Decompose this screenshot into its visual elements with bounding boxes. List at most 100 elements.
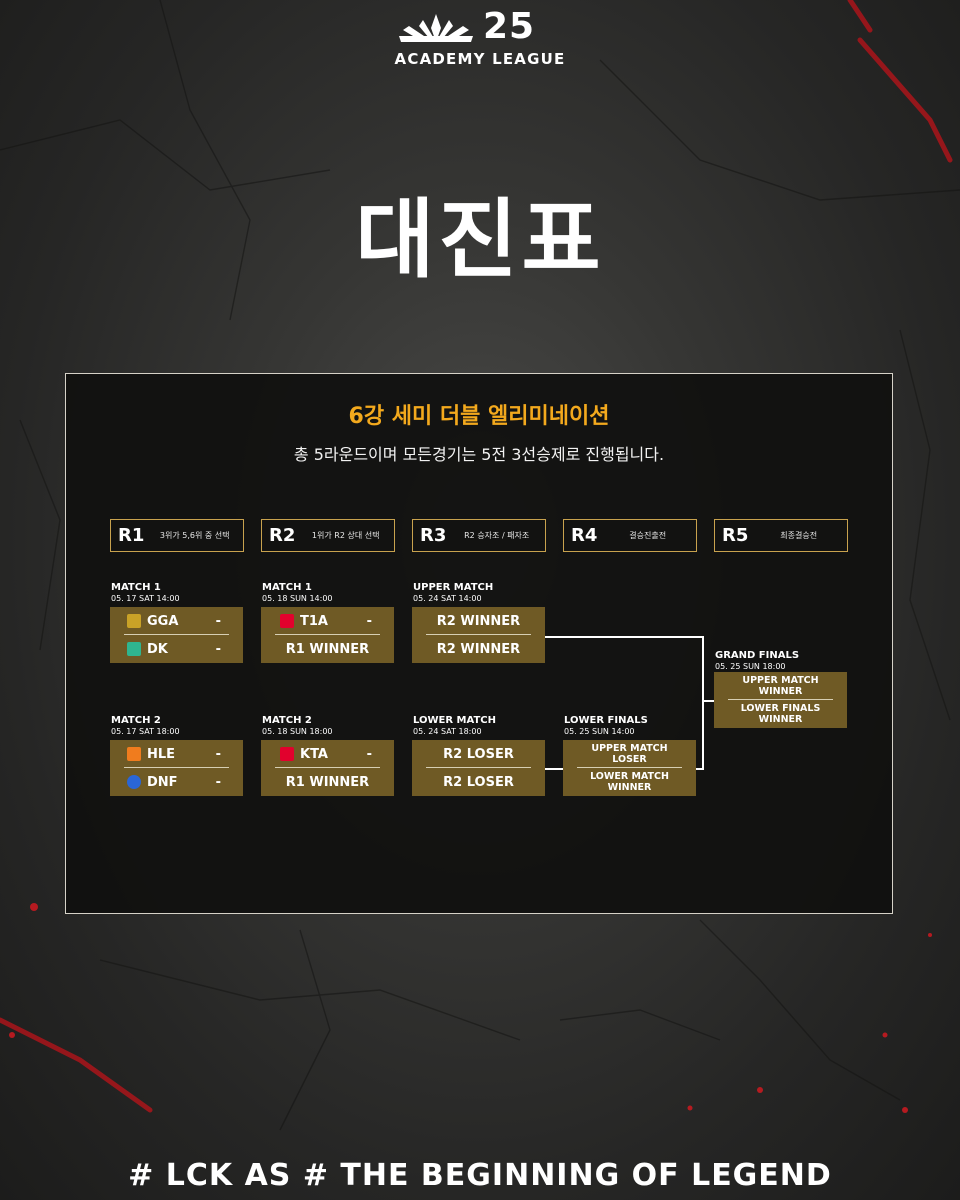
round-code: R5 [722, 525, 749, 546]
round-desc: R2 승자조 / 패자조 [464, 531, 530, 540]
bracket-connector [702, 700, 714, 702]
team-score: - [366, 613, 372, 629]
team-name: R2 WINNER [436, 613, 521, 629]
team-row: HLE - [110, 740, 243, 768]
match-date: 05. 18 SUN 14:00 [262, 594, 333, 603]
divider [426, 767, 531, 768]
round-header-r1: R1 3위가 5,6위 중 선택 [110, 519, 244, 552]
team-score: - [366, 746, 372, 762]
round-code: R4 [571, 525, 598, 546]
team-name-line2: LOSER [612, 754, 647, 765]
lotus-logo-icon [399, 14, 473, 42]
team-name: HLE [147, 746, 176, 762]
team-name-line2: WINNER [607, 782, 652, 793]
match-date: 05. 24 SAT 18:00 [413, 727, 482, 736]
panel-subtitle: 총 5라운드이며 모든경기는 5전 3선승제로 진행됩니다. [293, 445, 665, 464]
team-name: DNF [147, 774, 178, 790]
match-card-r1-m2: HLE - DNF - [110, 740, 243, 796]
round-header-r2: R2 1위가 R2 상대 선택 [261, 519, 395, 552]
match-date: 05. 17 SAT 14:00 [111, 594, 180, 603]
divider [124, 767, 229, 768]
team-row: R2 LOSER [412, 768, 545, 796]
team-score: - [215, 613, 221, 629]
round-code: R3 [420, 525, 447, 546]
match-label: MATCH 1 [262, 582, 312, 593]
page-title: 대진표 [355, 190, 605, 290]
round-code: R1 [118, 525, 145, 546]
kta-logo-icon [280, 747, 294, 761]
team-name: R1 WINNER [285, 641, 370, 657]
hle-logo-icon [127, 747, 141, 761]
divider [275, 767, 380, 768]
team-name-line1: UPPER MATCH [742, 675, 819, 686]
team-name: DK [147, 641, 168, 657]
bracket-connector [545, 768, 563, 770]
match-card-r3-upper: R2 WINNER R2 WINNER [412, 607, 545, 663]
team-row: DNF - [110, 768, 243, 796]
team-row: GGA - [110, 607, 243, 635]
match-card-r5-grand-finals: UPPER MATCH WINNER LOWER FINALS WINNER [714, 672, 847, 728]
t1-logo-icon [280, 614, 294, 628]
match-label: MATCH 2 [262, 715, 312, 726]
match-date: 05. 25 SUN 18:00 [715, 662, 786, 671]
team-row: LOWER FINALS WINNER [714, 700, 847, 728]
team-row: T1A - [261, 607, 394, 635]
divider [426, 634, 531, 635]
match-label: GRAND FINALS [715, 650, 800, 661]
divider [728, 699, 833, 700]
match-date: 05. 25 SUN 14:00 [564, 727, 635, 736]
round-header-r5: R5 최종결승전 [714, 519, 848, 552]
team-row: R1 WINNER [261, 768, 394, 796]
team-name: R1 WINNER [285, 774, 370, 790]
match-card-r2-m1: T1A - R1 WINNER [261, 607, 394, 663]
match-card-r4-lower-finals: UPPER MATCH LOSER LOWER MATCH WINNER [563, 740, 696, 796]
team-score: - [215, 774, 221, 790]
team-name-line1: UPPER MATCH [591, 743, 668, 754]
round-desc: 결승진출전 [629, 531, 667, 540]
team-score: - [215, 746, 221, 762]
team-name: R2 LOSER [443, 774, 514, 790]
divider [577, 767, 682, 768]
match-label: UPPER MATCH [413, 582, 494, 593]
round-header-r3: R3 R2 승자조 / 패자조 [412, 519, 546, 552]
dk-logo-icon [127, 642, 141, 656]
round-header-r4: R4 결승진출전 [563, 519, 697, 552]
match-label: LOWER FINALS [564, 715, 648, 726]
team-row: R2 LOSER [412, 740, 545, 768]
logo-number: 25 [483, 6, 536, 47]
match-card-r2-m2: KTA - R1 WINNER [261, 740, 394, 796]
team-row: R2 WINNER [412, 635, 545, 663]
match-label: MATCH 2 [111, 715, 161, 726]
round-desc: 1위가 R2 상대 선택 [311, 531, 380, 540]
gga-logo-icon [127, 614, 141, 628]
round-code: R2 [269, 525, 296, 546]
match-card-r1-m1: GGA - DK - [110, 607, 243, 663]
team-row: DK - [110, 635, 243, 663]
match-date: 05. 17 SAT 18:00 [111, 727, 180, 736]
league-logo: 25 ACADEMY LEAGUE [0, 8, 960, 70]
bracket-connector [696, 768, 704, 770]
team-name-line2: WINNER [758, 714, 803, 725]
round-desc: 3위가 5,6위 중 선택 [159, 531, 230, 540]
divider [124, 634, 229, 635]
team-name: KTA [300, 746, 328, 762]
bracket-connector [545, 636, 704, 638]
team-name: GGA [147, 613, 179, 629]
team-name: T1A [300, 613, 328, 629]
team-name-line2: WINNER [758, 686, 803, 697]
team-name: R2 LOSER [443, 746, 514, 762]
round-desc: 최종결승전 [780, 531, 818, 540]
bracket-connector [702, 636, 704, 770]
match-label: LOWER MATCH [413, 715, 497, 726]
team-name-line1: LOWER FINALS [740, 703, 821, 714]
team-row: R1 WINNER [261, 635, 394, 663]
dnf-logo-icon [127, 775, 141, 789]
team-row: UPPER MATCH LOSER [563, 740, 696, 768]
match-card-r3-lower: R2 LOSER R2 LOSER [412, 740, 545, 796]
divider [275, 634, 380, 635]
team-score: - [215, 641, 221, 657]
panel-title: 6강 세미 더블 엘리미네이션 [348, 404, 610, 429]
match-date: 05. 18 SUN 18:00 [262, 727, 333, 736]
bracket-panel: 6강 세미 더블 엘리미네이션 총 5라운드이며 모든경기는 5전 3선승제로 … [65, 373, 893, 914]
match-label: MATCH 1 [111, 582, 161, 593]
